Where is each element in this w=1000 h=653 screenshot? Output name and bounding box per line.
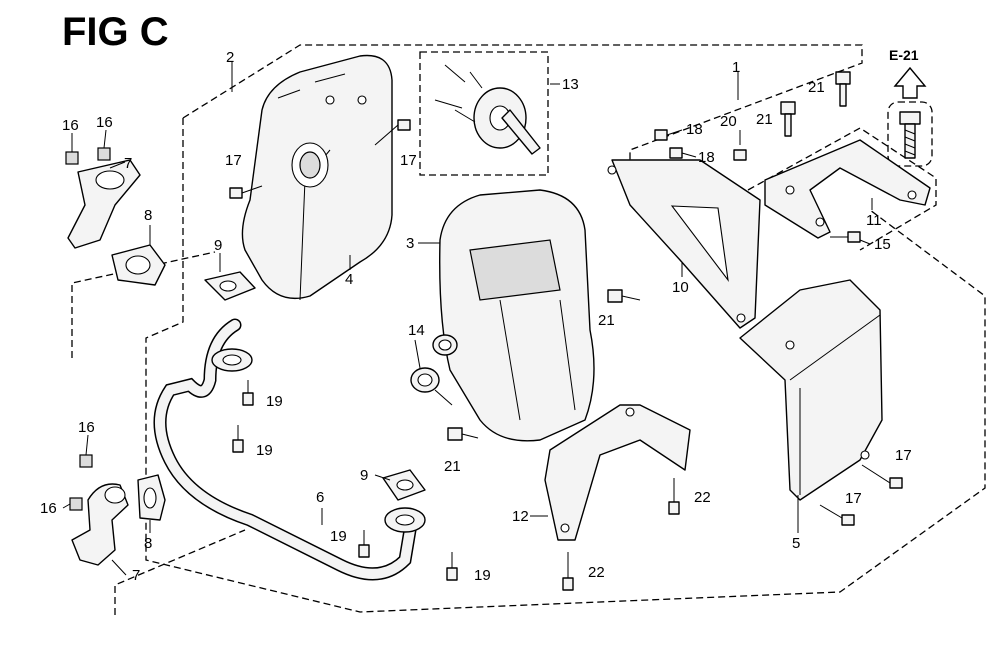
callout-18-b: 18: [698, 149, 715, 166]
bolt-21-d: [447, 427, 479, 441]
bolts: [229, 71, 903, 591]
outline-group-13: [419, 51, 549, 176]
part-6-exhaust-pipe: [153, 318, 426, 581]
bolt-18-a: [654, 129, 683, 141]
callout-15: 15: [874, 236, 891, 253]
bolt-21-a: [780, 101, 796, 137]
bolt-19-b: [232, 425, 244, 453]
callout-16-c: 16: [78, 419, 95, 436]
bolt-19-d: [446, 552, 458, 581]
reference-e21: E-21: [887, 47, 933, 167]
callout-9-lower: 9: [360, 467, 368, 484]
callout-12: 12: [512, 508, 529, 525]
leader-lines: [62, 62, 873, 576]
nuts-16: [65, 147, 111, 511]
callout-22-b: 22: [588, 564, 605, 581]
reference-bolt-frame: [887, 101, 933, 167]
part-14-clamp: [410, 367, 453, 406]
callout-10: 10: [672, 279, 689, 296]
callout-20: 20: [720, 113, 737, 130]
callout-8-lower: 8: [144, 535, 152, 552]
callout-16-d: 16: [40, 500, 57, 517]
callout-14: 14: [408, 322, 425, 339]
group-outlines: [71, 44, 986, 615]
bolt-20: [733, 130, 747, 161]
reference-bolt: [899, 111, 921, 159]
callout-16-b: 16: [96, 114, 113, 131]
callout-17-d: 17: [845, 490, 862, 507]
part-5-protector: [739, 279, 883, 501]
callout-19-d: 19: [474, 567, 491, 584]
bolt-22-b: [562, 552, 574, 591]
bolt-17-d: [819, 504, 855, 526]
part-9-gaskets: [204, 271, 426, 501]
part-3-muffler: [432, 189, 595, 442]
bolt-21-b: [835, 71, 851, 107]
bolt-19-a: [242, 380, 254, 406]
outline-group-11: [747, 127, 937, 251]
outline-group-left-top: [71, 251, 216, 358]
callout-2: 2: [226, 49, 234, 66]
callout-17-b: 17: [400, 152, 417, 169]
callout-13: 13: [562, 76, 579, 93]
callout-7-lower: 7: [132, 567, 140, 584]
callout-19-b: 19: [256, 442, 273, 459]
callout-21-b: 21: [808, 79, 825, 96]
callout-4: 4: [345, 271, 353, 288]
outline-main-body: [145, 118, 986, 613]
callout-7-upper: 7: [124, 155, 132, 172]
callout-19-a: 19: [266, 393, 283, 410]
callout-11: 11: [866, 212, 882, 229]
callout-8-upper: 8: [144, 207, 152, 224]
bolt-21-c: [607, 289, 641, 303]
reference-label: E-21: [889, 47, 919, 63]
callout-6: 6: [316, 489, 324, 506]
bolt-17-c: [861, 464, 903, 489]
callout-labels: 1 2 3 4 5 6 7 7 8 8 9 9 10 11 12 13 14 1…: [40, 49, 912, 584]
figure-title: FIG C: [62, 10, 169, 54]
bolt-19-c: [358, 530, 370, 558]
part-12-bracket: [544, 404, 691, 541]
callout-22-a: 22: [694, 489, 711, 506]
outline-group-left-bottom: [114, 529, 246, 615]
part-11-support: [764, 139, 931, 239]
part-4-heat-shield: [241, 54, 393, 301]
part-13-flange: [434, 64, 541, 155]
callout-16-a: 16: [62, 117, 79, 134]
callout-18-a: 18: [686, 121, 703, 138]
part-8-gasket-lower: [137, 474, 166, 521]
callout-21-d: 21: [444, 458, 461, 475]
callout-19-c: 19: [330, 528, 347, 545]
bolt-22-a: [668, 478, 680, 515]
callout-1: 1: [732, 59, 740, 76]
part-7-elbow-upper: [67, 159, 141, 249]
callout-5: 5: [792, 535, 800, 552]
bolt-18-b: [669, 147, 697, 159]
callout-21-a: 21: [756, 111, 773, 128]
part-7-elbow-lower: [71, 483, 129, 566]
callout-17-a: 17: [225, 152, 242, 169]
up-arrow-icon: [893, 66, 927, 99]
callout-17-c: 17: [895, 447, 912, 464]
bolt-15: [830, 231, 861, 243]
bolt-17-a: [229, 185, 263, 199]
callout-9-upper: 9: [214, 237, 222, 254]
part-8-gasket-upper: [111, 244, 166, 286]
outline-main-top: [182, 44, 863, 175]
bolt-17-b: [374, 119, 411, 146]
callout-3: 3: [406, 235, 414, 252]
part-10-bracket: [607, 159, 761, 329]
callout-21-c: 21: [598, 312, 615, 329]
